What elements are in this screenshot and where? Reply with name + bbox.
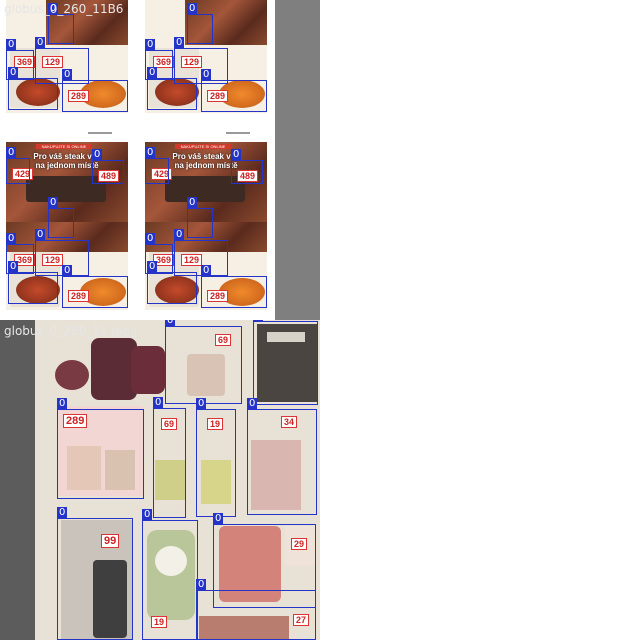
detection-box: 0 (147, 261, 197, 304)
flyer-page-5: 69 289 69 19 34 99 29 19 27 (35, 320, 320, 640)
detection-box: 0 (213, 513, 316, 608)
detection-box: 0 (247, 398, 317, 515)
price-tag: 369 (14, 254, 36, 266)
price-tag: 129 (42, 254, 64, 266)
price-tag: 69 (215, 334, 232, 346)
price-tag: 69 (161, 418, 178, 430)
price-tag: 369 (153, 56, 175, 68)
detection-box: 0 (253, 320, 318, 405)
detection-box: 0 (187, 197, 213, 238)
price-tag: 19 (207, 418, 224, 430)
price-tag: 19 (151, 616, 168, 628)
detection-box: 0 (8, 261, 58, 304)
price-tag: 289 (207, 290, 229, 302)
detection-box: 0 (6, 147, 30, 184)
detection-box: 0 (6, 233, 34, 274)
tile-filename: globus_0_260_11.jpeg (4, 324, 138, 338)
detection-box: 0 (165, 320, 242, 404)
detection-box: 0 (48, 3, 74, 44)
price-tag: 129 (42, 56, 64, 68)
detection-box: 0 (147, 67, 197, 110)
mosaic-top: 369 129 289 globus_0_260_11B6 0 0 0 0 0 … (0, 0, 320, 320)
price-tag: 489 (98, 170, 120, 182)
mosaic-bottom: 69 289 69 19 34 99 29 19 27 globus_0_260… (0, 320, 320, 640)
detection-box: 0 (62, 69, 128, 112)
detection-box: 0 (145, 147, 169, 184)
flyer-crop-2: 369 129 289 (145, 0, 267, 113)
price-tag: 34 (281, 416, 298, 428)
price-tag: 29 (291, 538, 308, 550)
detection-box: 0 (48, 197, 74, 238)
detection-box: 0 (153, 397, 186, 518)
price-tag: 99 (101, 534, 120, 548)
promo-banner: NAKUPUJTE SI ONLINE (36, 144, 92, 149)
gray-padding (275, 0, 320, 320)
tile-filename: globus_0_260_11B6 (4, 2, 124, 16)
price-tag: 369 (14, 56, 36, 68)
detection-box: 0 (145, 233, 173, 274)
price-tag: 429 (12, 168, 34, 180)
detection-box: 0 (92, 149, 124, 184)
detection-box: 0 (142, 509, 198, 640)
detection-box: 0 (145, 39, 173, 80)
price-tag: 489 (237, 170, 259, 182)
detection-box: 0 (196, 579, 316, 640)
detection-box: 0 (201, 265, 267, 308)
price-tag: 289 (63, 414, 88, 428)
price-tag: 27 (293, 614, 310, 626)
detection-box: 0 (187, 3, 213, 44)
price-tag: 129 (181, 254, 203, 266)
flyer-crop-1: 369 129 289 (6, 0, 128, 113)
detection-box: 0 (62, 265, 128, 308)
detection-box: 0 (196, 398, 236, 517)
detection-box: 0 (8, 67, 58, 110)
price-tag: 289 (68, 90, 90, 102)
price-tag: 289 (207, 90, 229, 102)
dark-padding (0, 320, 35, 640)
price-tag: 289 (68, 290, 90, 302)
promo-banner: NAKUPUJTE SI ONLINE (175, 144, 231, 149)
price-tag: 369 (153, 254, 175, 266)
detection-box: 0 (6, 39, 34, 80)
price-tag: 129 (181, 56, 203, 68)
empty-canvas (320, 0, 640, 640)
detection-box: 0 (57, 398, 144, 499)
detection-box: 0 (201, 69, 267, 112)
detection-box: 0 (231, 149, 263, 184)
price-tag: 429 (151, 168, 173, 180)
detection-box: 0 (57, 507, 133, 640)
